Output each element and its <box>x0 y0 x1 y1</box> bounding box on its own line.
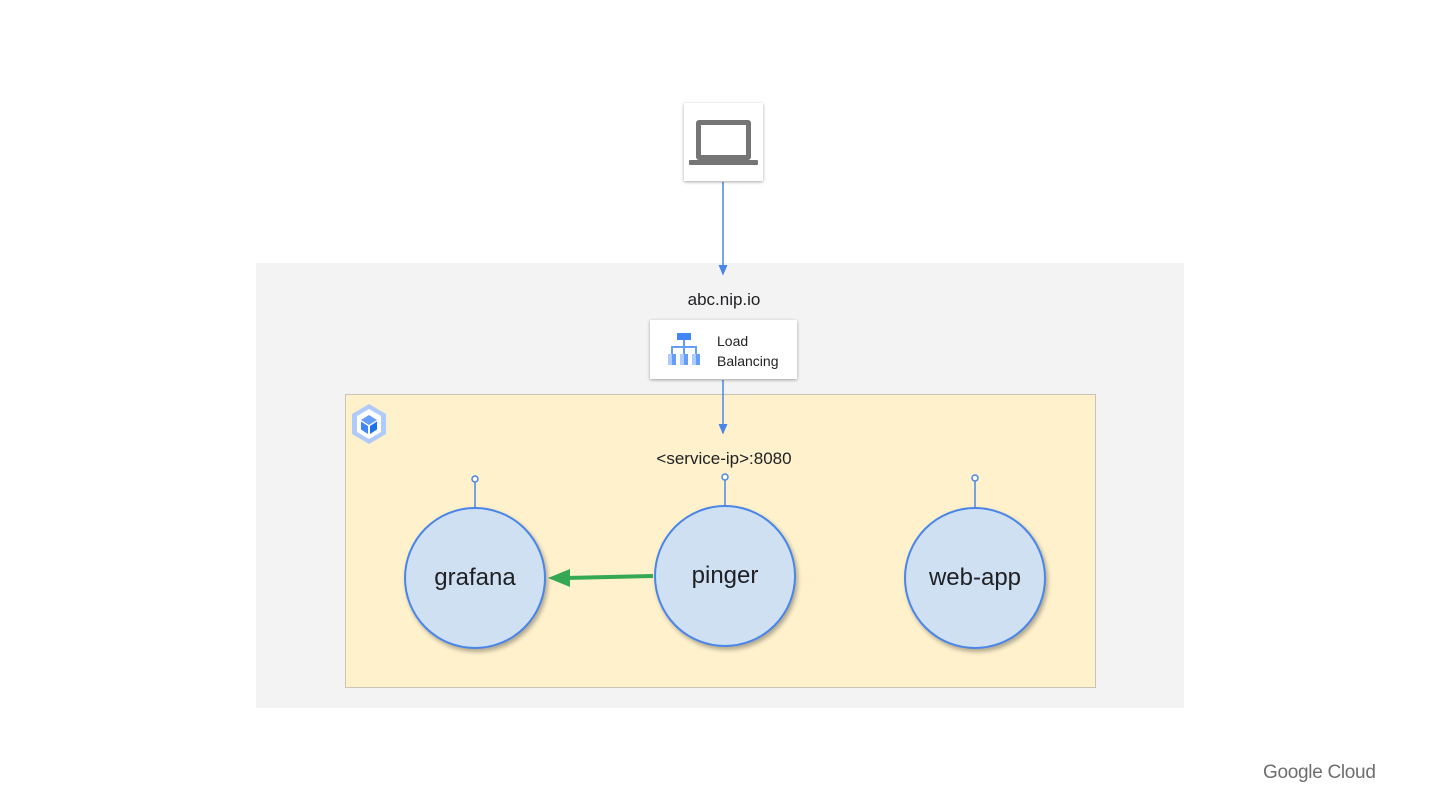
kubernetes-engine-icon <box>349 402 389 451</box>
service-endpoint-label: <service-ip>:8080 <box>656 449 792 468</box>
edge-pinger-to-grafana-head <box>548 569 570 587</box>
load-balancer-card: Load Balancing <box>650 320 797 379</box>
load-balancing-icon <box>668 333 700 365</box>
load-balancer-label-line2: Balancing <box>717 353 779 369</box>
domain-label: abc.nip.io <box>687 290 761 309</box>
client-laptop-card <box>684 103 763 181</box>
load-balancer-label: Load Balancing <box>717 331 793 371</box>
pod-pinger: pinger <box>654 505 796 647</box>
google-cloud-logo: Google Cloud <box>1263 762 1376 783</box>
load-balancer-label-line1: Load <box>717 333 749 349</box>
pod-grafana: grafana <box>404 507 546 649</box>
edge-pinger-to-grafana <box>565 574 654 580</box>
laptop-icon <box>689 120 758 165</box>
pod-web-app: web-app <box>904 507 1046 649</box>
